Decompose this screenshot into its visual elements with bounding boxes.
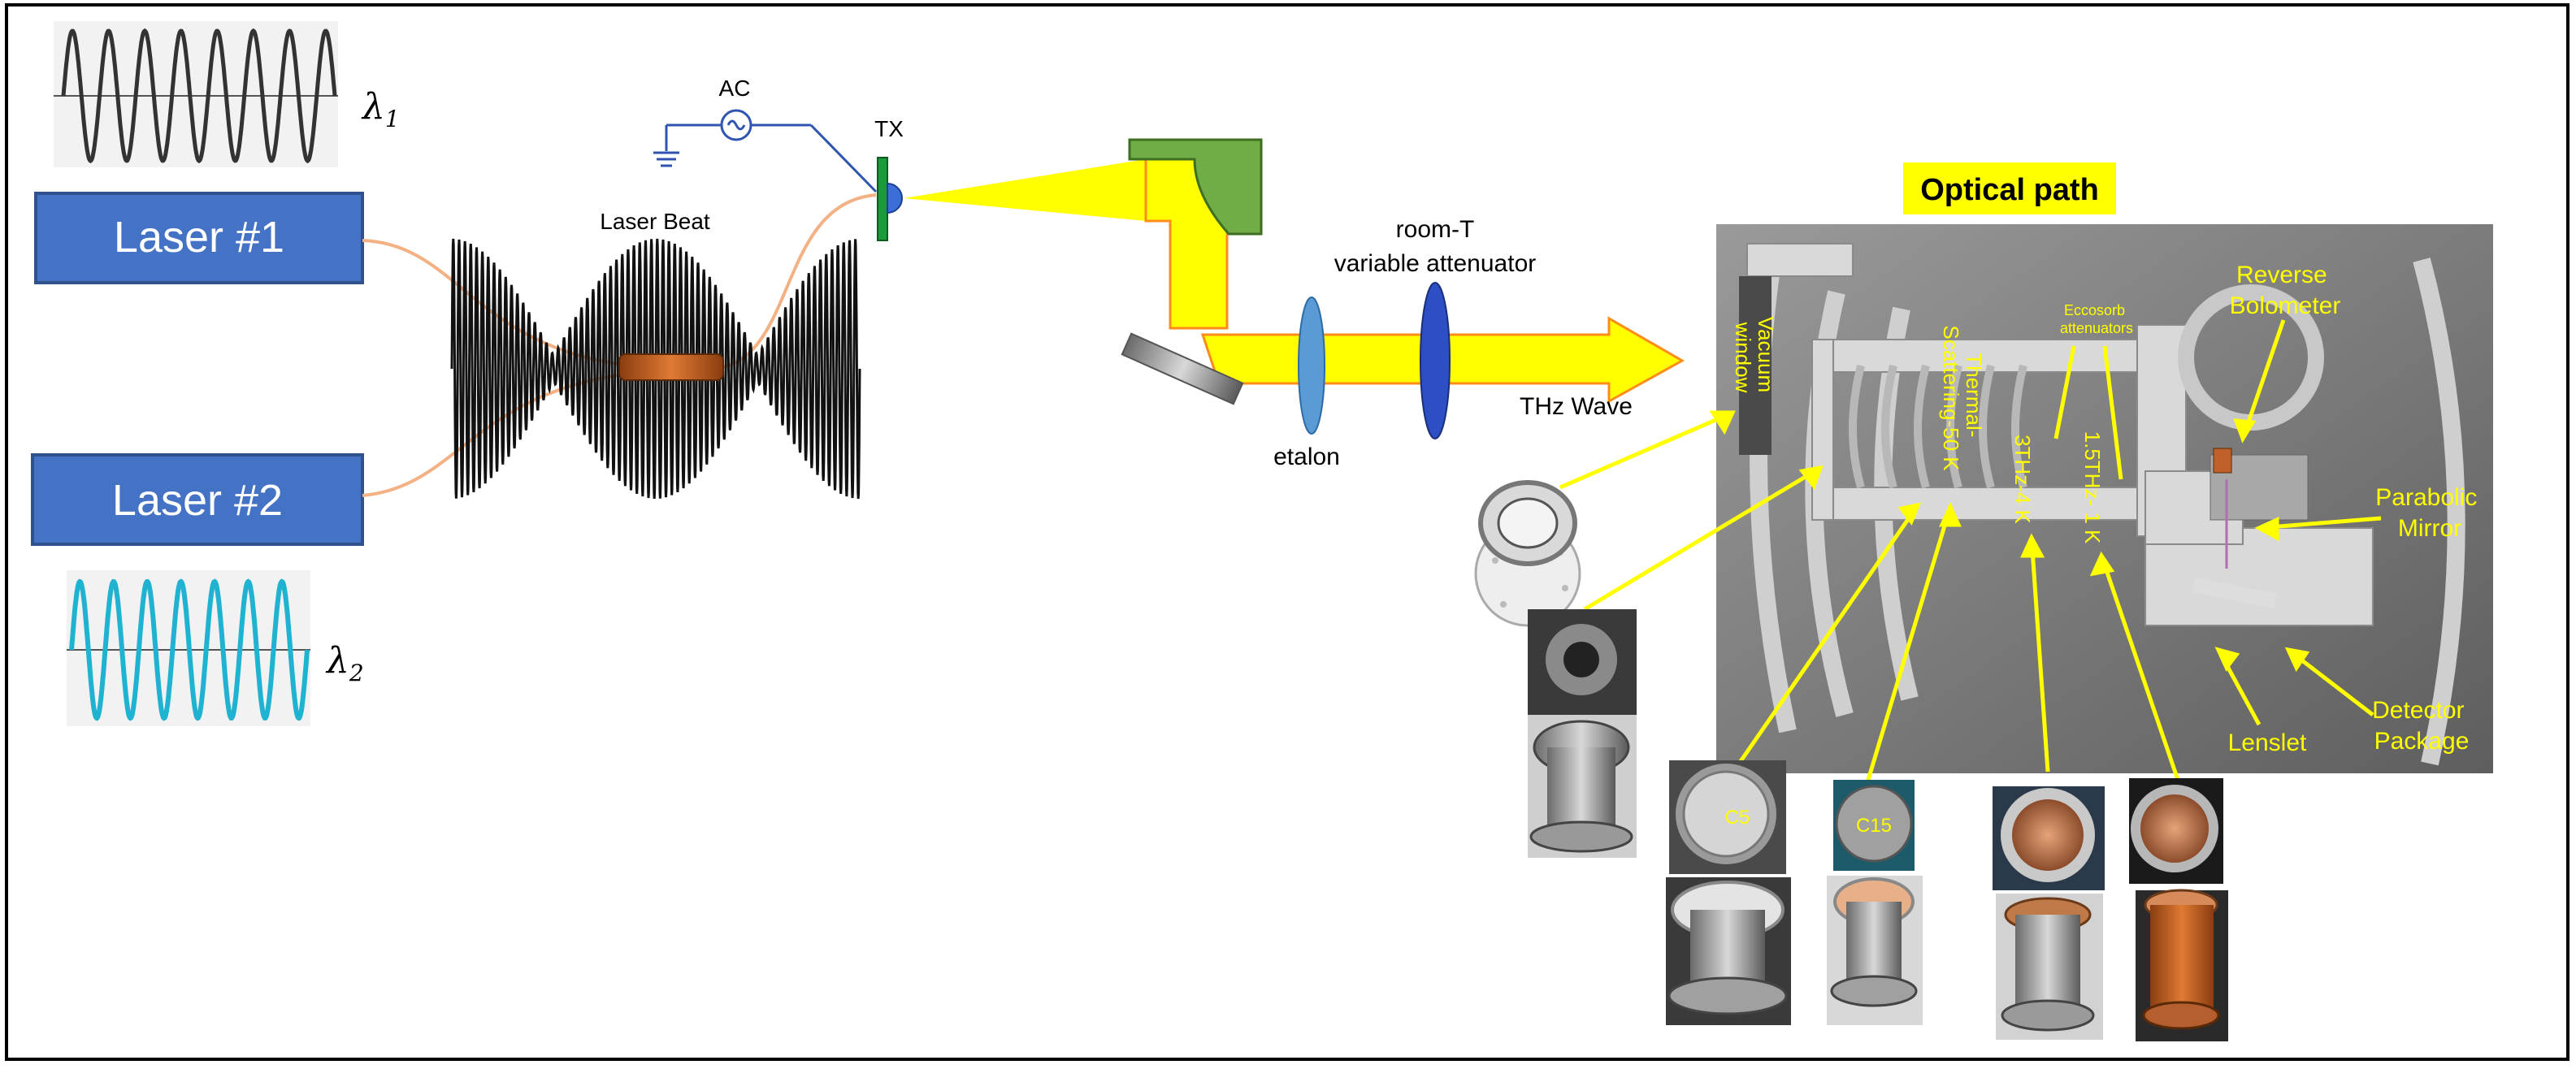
detector-package-label: Detector Package [2372,697,2471,755]
tx-label: TX [874,116,904,141]
cryostat-labels: Vacuum window Thermal- Scattering-50 K E… [1731,262,2483,756]
thz-wave-label: THz Wave [1520,393,1633,420]
photo-stack-3thz [1993,786,2105,1040]
photo-stack-15thz [2129,778,2228,1041]
laser2-box: Laser #2 [31,453,364,546]
ac-label: AC [719,76,751,101]
eccosorb-label: Eccosorb attenuators [2060,302,2133,336]
annotation-arrows [1559,319,2382,805]
thz-beam [904,158,1685,404]
reverse-bolometer-label: Reverse Bolometer [2230,262,2341,319]
variable-attenuator [1420,282,1451,439]
laser1-box: Laser #1 [34,192,364,284]
attenuator-label-line1: room-T [1396,216,1475,243]
optical-path-title-box: Optical path [1903,162,2116,214]
laser-beat-label: Laser Beat [600,209,710,234]
filter-3thz-label: 3THz-4 K [2010,435,2035,524]
filter-15thz-label: 1.5THz- 1 K [2080,431,2105,544]
flat-mirror [1121,332,1244,405]
photo-stack-c5: C5 [1666,760,1791,1025]
laser2-waveform [67,570,310,726]
c15-label: C15 [1856,815,1892,837]
lambda2-symbol: λ2 [325,640,364,686]
vacuum-window-label: Vacuum window [1731,317,1778,399]
window-flange-photos [1474,480,1581,627]
photo-stack-1 [1528,609,1637,858]
c5-label: C5 [1725,807,1750,829]
parabolic-mirror-green [1128,138,1263,236]
attenuator-label-line2: variable attenuator [1334,250,1537,277]
etalon [1298,296,1325,435]
etalon-label: etalon [1273,444,1340,470]
tx-emitter [877,157,903,241]
ac-source [653,109,878,193]
laser1-label: Laser #1 [114,213,284,262]
parabolic-mirror-label: Parabolic Mirror [2375,484,2483,542]
laser2-label: Laser #2 [112,476,283,525]
svg-text:Optical path: Optical path [1920,173,2099,207]
cryostat-cutaway [1716,224,2493,773]
fiber-coupler [618,353,724,381]
lambda1-symbol: λ1 [361,86,400,132]
figure-border [5,3,2569,1061]
photo-stack-c15: C15 [1827,780,1923,1025]
lenslet-label: Lenslet [2228,729,2307,756]
thermal-scattering-label: Thermal- Scattering-50 K [1939,325,1986,471]
laser1-waveform [54,21,338,167]
